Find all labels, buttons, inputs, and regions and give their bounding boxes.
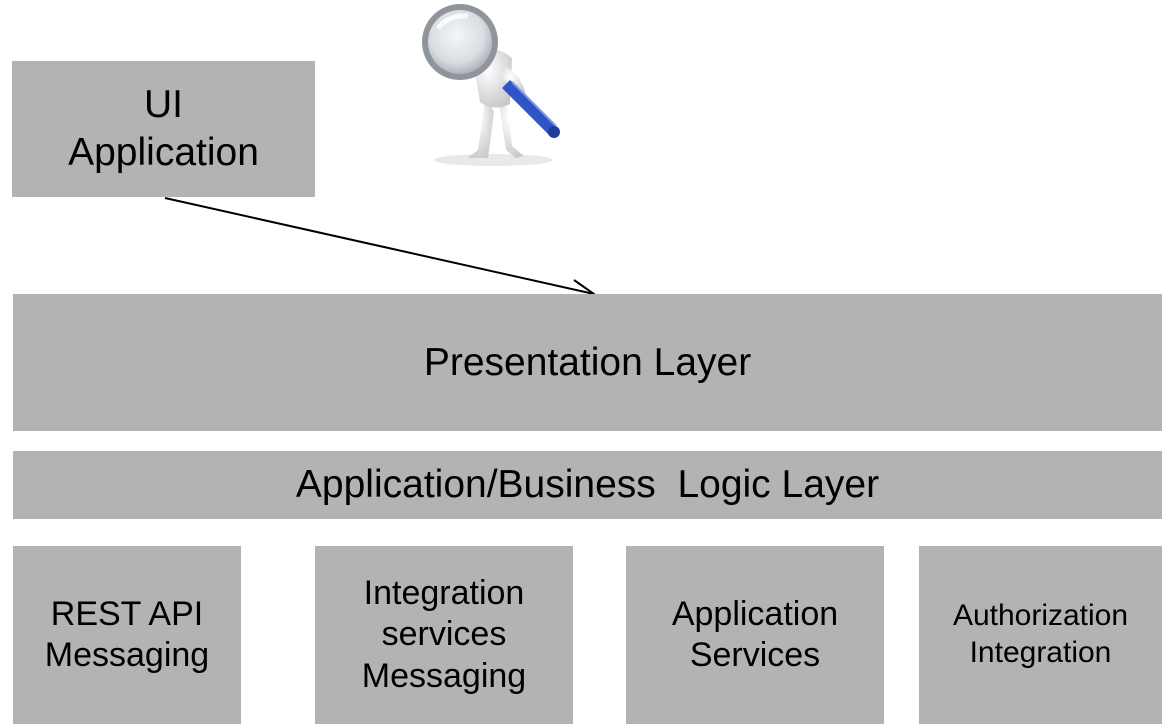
business-logic-layer-label: Application/Business Logic Layer <box>295 463 880 507</box>
person-with-magnifying-glass-icon <box>422 4 560 166</box>
application-services-box: Application Services <box>626 546 884 724</box>
presentation-layer-box: Presentation Layer <box>13 294 1162 431</box>
rest-api-messaging-box: REST API Messaging <box>13 546 241 724</box>
ui-application-box: UI Application <box>12 61 315 197</box>
presentation-layer-label: Presentation Layer <box>423 340 752 384</box>
business-logic-layer-box: Application/Business Logic Layer <box>13 451 1162 519</box>
integration-services-messaging-box: Integration services Messaging <box>315 546 573 724</box>
service-label: Authorization Integration <box>952 599 1129 669</box>
service-label: Application Services <box>671 594 839 674</box>
ui-application-label: UI Application <box>68 83 259 174</box>
authorization-integration-box: Authorization Integration <box>919 546 1162 724</box>
service-label: REST API Messaging <box>44 594 210 674</box>
service-label: Integration services Messaging <box>361 573 527 695</box>
